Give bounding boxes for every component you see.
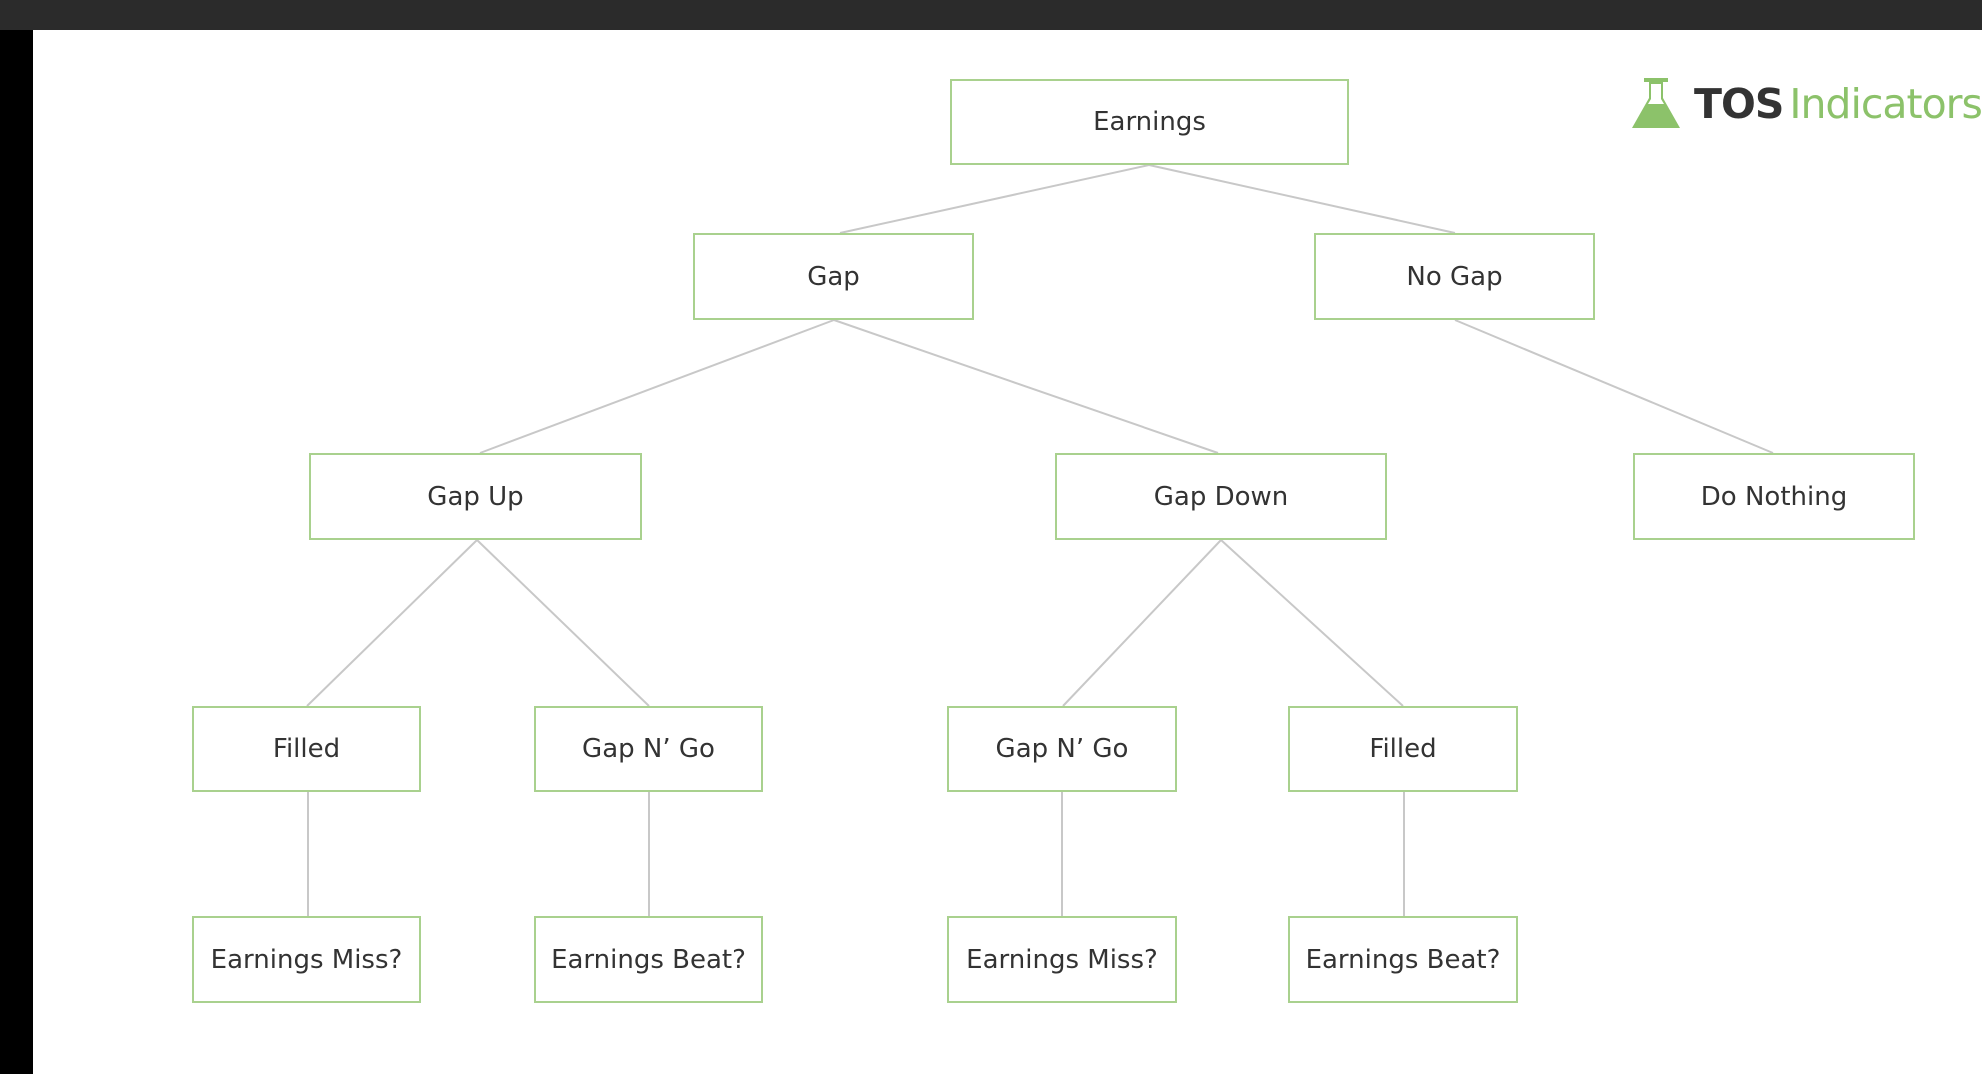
- tos-indicators-logo: TOS Indicators: [1628, 76, 1982, 132]
- node-down-filled: Filled: [1288, 706, 1518, 792]
- connector-earnings-gap: [839, 164, 1150, 234]
- node-do-nothing: Do Nothing: [1633, 453, 1915, 540]
- connector-gap-up-filled: [306, 539, 478, 707]
- slide-canvas: [33, 30, 1982, 1074]
- node-down-filled-outcome: Earnings Beat?: [1288, 916, 1518, 1003]
- connector-earnings-no-gap: [1148, 164, 1456, 234]
- node-up-filled-outcome: Earnings Miss?: [192, 916, 421, 1003]
- connector-gap-gap-down: [833, 319, 1219, 454]
- node-gap: Gap: [693, 233, 974, 320]
- connector-gap-up-gap-n-go: [476, 539, 650, 707]
- node-up-filled: Filled: [192, 706, 421, 792]
- node-down-gap-n-go-outcome: Earnings Miss?: [947, 916, 1177, 1003]
- connector-gap-down-gap-n-go: [1062, 539, 1222, 707]
- node-down-gap-n-go: Gap N’ Go: [947, 706, 1177, 792]
- connector-gap-down-filled: [1220, 539, 1404, 707]
- logo-brand-text: TOS: [1694, 80, 1784, 128]
- flask-icon: [1632, 78, 1680, 128]
- node-up-gap-n-go-outcome: Earnings Beat?: [534, 916, 763, 1003]
- node-up-gap-n-go: Gap N’ Go: [534, 706, 763, 792]
- connector-no-gap-do-nothing: [1454, 319, 1774, 454]
- connector-gap-gap-up: [479, 319, 835, 454]
- window-top-bar: [0, 0, 1982, 30]
- node-earnings: Earnings: [950, 79, 1349, 165]
- node-gap-up: Gap Up: [309, 453, 642, 540]
- logo-product-text: Indicators: [1789, 80, 1982, 128]
- node-no-gap: No Gap: [1314, 233, 1595, 320]
- node-gap-down: Gap Down: [1055, 453, 1387, 540]
